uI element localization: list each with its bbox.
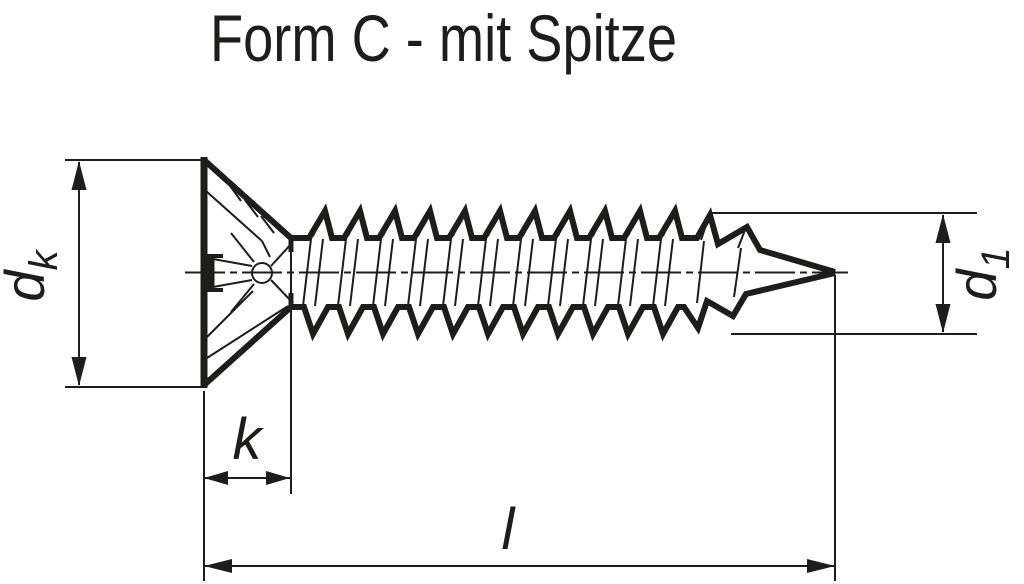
thread-flank-lines <box>302 213 746 331</box>
d1-arrow-top-icon <box>935 214 951 243</box>
dk-label: dk <box>0 248 66 301</box>
l-label: l <box>502 497 517 562</box>
screw-side-view <box>185 156 848 389</box>
drawing-title: Form C - mit Spitze <box>210 1 677 75</box>
k-arrow-left-icon <box>204 471 228 485</box>
k-arrow-right-icon <box>266 471 290 485</box>
dimension-head-height: k <box>204 310 292 494</box>
cross-recess-detail <box>205 182 293 359</box>
dimension-head-diameter: dk <box>0 159 206 388</box>
k-label: k <box>233 407 265 472</box>
dk-arrow-bottom-icon <box>71 357 87 386</box>
dk-arrow-top-icon <box>71 161 87 190</box>
d1-arrow-bottom-icon <box>935 304 951 333</box>
d1-label: d1 <box>945 247 1018 300</box>
l-arrow-right-icon <box>807 559 835 573</box>
dimension-length: l <box>203 275 836 581</box>
l-arrow-left-icon <box>204 559 232 573</box>
dimension-thread-diameter: d1 <box>712 212 1018 335</box>
